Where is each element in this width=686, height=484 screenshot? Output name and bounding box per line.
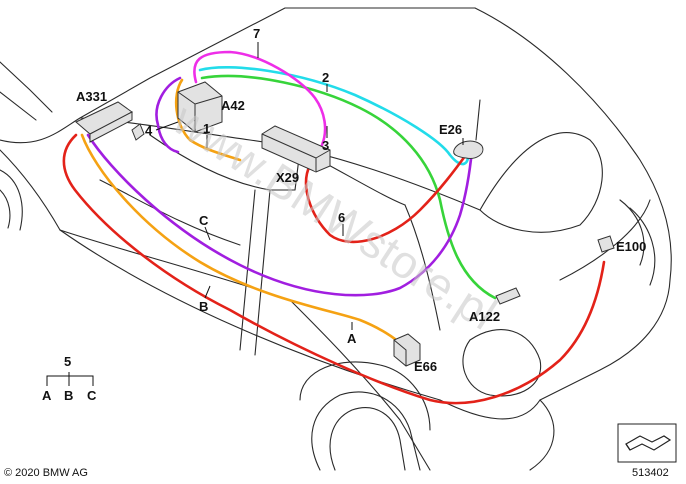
view-arrow-icon bbox=[617, 423, 677, 463]
copyright: © 2020 BMW AG bbox=[4, 467, 88, 479]
reference-number: 513402 bbox=[632, 467, 669, 479]
components bbox=[75, 81, 615, 367]
label-wire-6: 6 bbox=[338, 210, 345, 225]
component-x29 bbox=[261, 125, 331, 173]
legend-child-c: C bbox=[87, 388, 97, 403]
component-e100 bbox=[597, 235, 615, 253]
leader-lines bbox=[46, 42, 464, 386]
label-wire-4: 4 bbox=[145, 123, 153, 138]
label-wire-1: 1 bbox=[203, 121, 210, 136]
label-a122: A122 bbox=[469, 309, 500, 324]
label-e26: E26 bbox=[439, 122, 462, 137]
label-e66: E66 bbox=[414, 359, 437, 374]
component-a122 bbox=[495, 287, 521, 305]
component-e66 bbox=[393, 333, 421, 367]
label-e100: E100 bbox=[616, 239, 646, 254]
label-wire-7: 7 bbox=[253, 26, 260, 41]
legend-parent: 5 bbox=[64, 354, 71, 369]
wire-orange bbox=[174, 78, 242, 162]
label-a331: A331 bbox=[76, 89, 107, 104]
wire-magenta bbox=[193, 50, 327, 147]
label-wire-2: 2 bbox=[322, 70, 329, 85]
wire-purple-c bbox=[86, 133, 474, 297]
wires bbox=[62, 50, 606, 405]
wire-green bbox=[200, 74, 497, 300]
wire-red-b bbox=[62, 133, 606, 405]
component-e26 bbox=[453, 140, 484, 159]
legend-child-a: A bbox=[42, 388, 52, 403]
label-wire-c: C bbox=[199, 213, 209, 228]
label-x29: X29 bbox=[276, 170, 299, 185]
wire-red-6 bbox=[304, 150, 470, 244]
wire-orange-a bbox=[80, 133, 404, 347]
legend-child-b: B bbox=[64, 388, 73, 403]
wire-purple bbox=[155, 76, 182, 154]
label-wire-a: A bbox=[347, 331, 357, 346]
label-wire-b: B bbox=[199, 299, 208, 314]
component-a42 bbox=[131, 81, 223, 141]
label-a42: A42 bbox=[221, 98, 245, 113]
label-wire-3: 3 bbox=[322, 138, 329, 153]
component-a331 bbox=[75, 101, 133, 143]
